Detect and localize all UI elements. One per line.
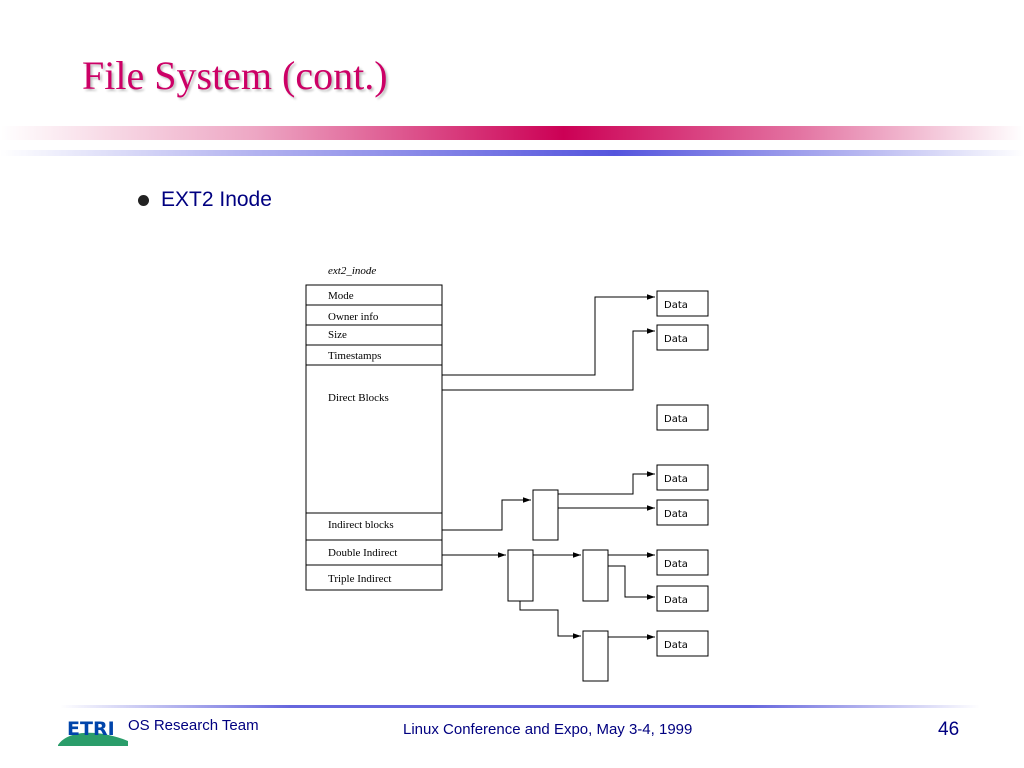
footer-conference: Linux Conference and Expo, May 3-4, 1999: [403, 721, 693, 738]
double-level-arrow: [519, 601, 581, 639]
second-level-pointer-block: [582, 630, 609, 682]
field-mode: Mode: [328, 290, 354, 302]
inode-structure: [305, 284, 443, 591]
data-label: Data: [664, 640, 688, 651]
data-block: [656, 630, 709, 657]
double-indirect-pointer-block: [507, 549, 534, 602]
field-direct-blocks: Direct Blocks: [328, 392, 389, 404]
inode-caption: ext2_inode: [328, 265, 376, 277]
indirect-pointer-block: [532, 489, 559, 541]
title-underline-rule: [0, 150, 1024, 156]
field-double-indirect: Double Indirect: [328, 547, 397, 559]
data-block: [656, 324, 709, 351]
bullet-item: EXT2 Inode: [138, 188, 272, 212]
data-label: Data: [664, 414, 688, 425]
data-label: Data: [664, 334, 688, 345]
field-owner-info: Owner info: [328, 311, 379, 323]
field-triple-indirect: Triple Indirect: [328, 573, 391, 585]
inode-box: [305, 284, 443, 591]
data-block: [656, 464, 709, 491]
data-label: Data: [664, 595, 688, 606]
data-block: [656, 499, 709, 526]
data-label: Data: [664, 559, 688, 570]
data-label: Data: [664, 509, 688, 520]
field-indirect-blocks: Indirect blocks: [328, 519, 394, 531]
indirect-data-arrow: [558, 471, 655, 495]
etri-logo-icon: ETRI: [58, 718, 128, 746]
field-timestamps: Timestamps: [328, 350, 381, 362]
page-number: 46: [938, 719, 960, 740]
data-block: [656, 549, 709, 576]
second-level-pointer-block: [582, 549, 609, 602]
data-label: Data: [664, 300, 688, 311]
footer-rule: [60, 705, 980, 708]
footer-team: OS Research Team: [128, 717, 259, 734]
direct-pointer-arrow: [442, 294, 655, 376]
field-size: Size: [328, 329, 347, 341]
indirect-pointer-arrow: [442, 497, 531, 531]
bullet-text: EXT2 Inode: [161, 188, 272, 211]
slide-title: File System (cont.): [82, 53, 388, 98]
bullet-dot-icon: [138, 194, 149, 206]
title-underline-band: [0, 126, 1024, 140]
double-data-arrow: [608, 565, 655, 600]
direct-pointer-arrow: [442, 328, 655, 391]
data-block: [656, 404, 709, 431]
data-label: Data: [664, 474, 688, 485]
data-block: [656, 585, 709, 612]
logo-text: ETRI: [67, 718, 115, 740]
data-block: [656, 290, 709, 317]
